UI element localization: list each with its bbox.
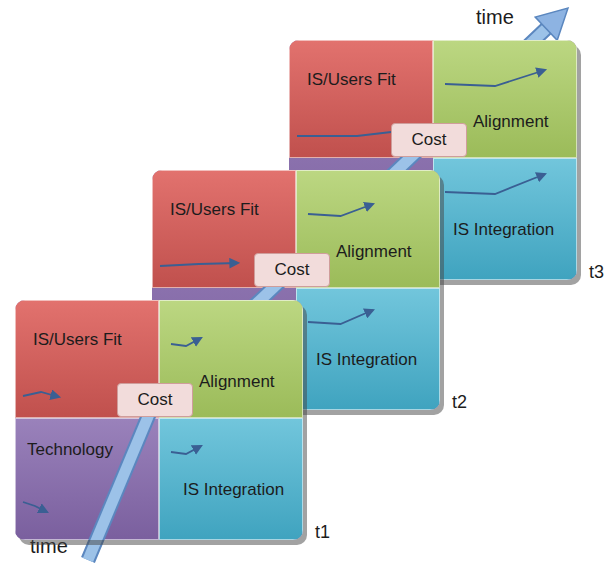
trend-line	[308, 310, 373, 324]
panel-label: t1	[315, 522, 330, 543]
cost-box: Cost	[254, 253, 330, 287]
trend-line	[160, 372, 212, 382]
trend-line	[308, 204, 373, 216]
cost-label: Cost	[275, 260, 310, 280]
quadrant-label: Alignment	[473, 112, 549, 132]
quadrant-label: IS Integration	[316, 350, 417, 370]
quadrant-label: IS Integration	[453, 220, 554, 240]
quadrant-label: IS/Users Fit	[307, 70, 396, 90]
time-arrow-shaft	[88, 400, 155, 540]
dimension-quadrant: IS Integration	[159, 418, 303, 540]
trend-line	[23, 392, 59, 397]
time-arrow-head	[535, 8, 568, 40]
quadrant-label: Technology	[27, 440, 113, 460]
quadrant-label: IS/Users Fit	[170, 200, 259, 220]
cost-label: Cost	[412, 130, 447, 150]
trend-line	[171, 446, 201, 454]
axis-label: time	[476, 6, 514, 29]
quadrant-label: IS Integration	[183, 480, 284, 500]
quadrant-label: Alignment	[199, 372, 275, 392]
cost-box: Cost	[391, 123, 467, 157]
quadrant-label: Alignment	[336, 242, 412, 262]
panel-label: t2	[452, 392, 467, 413]
time-arrow-shaft	[289, 140, 429, 280]
time-arrow-shaft	[152, 270, 292, 410]
trend-line	[171, 338, 201, 346]
quadrant-label: IS/Users Fit	[33, 330, 122, 350]
time-arrow-shaft	[152, 270, 292, 410]
trend-line	[445, 70, 545, 86]
dimension-quadrant: IS Integration	[433, 158, 577, 280]
panel-face: IS/Users FitAlignmentTechnology IS Integr…	[15, 300, 303, 540]
trend-line	[297, 242, 377, 252]
panel-label: t3	[589, 262, 604, 283]
time-arrow-shaft	[289, 140, 429, 280]
trend-line	[445, 174, 545, 194]
time-slice-panel: IS/Users FitAlignmentTechnology IS Integr…	[15, 300, 303, 540]
time-arrow-shaft	[88, 400, 155, 540]
dimension-quadrant: IS Integration	[296, 288, 440, 410]
trend-line	[160, 263, 238, 266]
cost-box: Cost	[117, 383, 193, 417]
cost-label: Cost	[138, 390, 173, 410]
trend-line	[297, 129, 417, 136]
trend-line	[23, 502, 47, 512]
